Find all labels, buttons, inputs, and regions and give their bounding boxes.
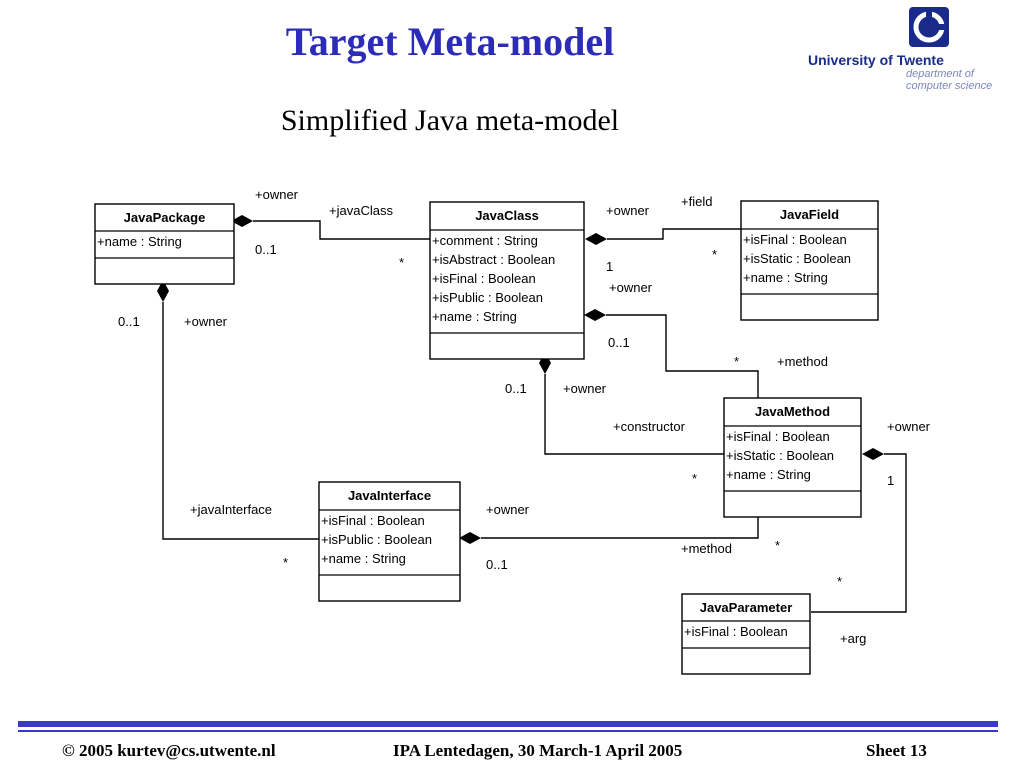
diamond-method-right — [862, 448, 884, 460]
department-line-2: computer science — [906, 80, 993, 92]
university-logo: University of Twente department of compu… — [800, 4, 1024, 96]
class-name: JavaMethod — [755, 404, 830, 419]
association-end-label: +field — [681, 194, 712, 209]
class-frame — [318, 481, 461, 602]
class-name: JavaField — [780, 207, 839, 222]
association-end-label: 0..1 — [608, 335, 630, 350]
class-name: JavaInterface — [348, 488, 431, 503]
class-attribute: +comment : String — [432, 233, 538, 248]
association-end-label: +arg — [840, 631, 866, 646]
assoc-class-method — [606, 314, 759, 398]
class-attribute: +isPublic : Boolean — [321, 532, 432, 547]
class-attribute: +name : String — [97, 234, 182, 249]
class-name: JavaClass — [475, 208, 539, 223]
association-end-label: 0..1 — [255, 242, 277, 257]
class-frame — [740, 200, 879, 321]
association-end-label: * — [734, 354, 739, 369]
class-box-javainterface: JavaInterface +isFinal : Boolean +isPublic… — [318, 481, 461, 602]
department-line-1: department of — [906, 68, 974, 80]
class-attribute: +name : String — [432, 309, 517, 324]
association-end-label: +javaInterface — [190, 502, 272, 517]
association-end-label: +method — [681, 541, 732, 556]
class-box-javamethod: JavaMethod +isFinal : Boolean +isStatic : … — [723, 397, 862, 518]
class-box-javapackage: JavaPackage +name : String — [94, 203, 235, 285]
association-end-label: +method — [777, 354, 828, 369]
association-end-label: * — [775, 538, 780, 553]
diamond-package-bottom — [157, 280, 169, 302]
diamond-interface-right — [459, 532, 481, 544]
association-end-label: +owner — [606, 203, 650, 218]
university-name: University of Twente — [808, 52, 944, 68]
class-box-javaparameter: JavaParameter +isFinal : Boolean — [681, 593, 811, 675]
footer-rule-thick — [18, 721, 998, 727]
footer-sheet-number: Sheet 13 — [866, 741, 927, 760]
class-attribute: +isFinal : Boolean — [684, 624, 788, 639]
association-end-label: 0..1 — [118, 314, 140, 329]
class-attribute: +name : String — [321, 551, 406, 566]
class-attribute: +name : String — [726, 467, 811, 482]
assoc-package-interface — [162, 302, 319, 540]
association-end-label: +owner — [563, 381, 607, 396]
association-end-label: +owner — [887, 419, 931, 434]
class-attribute: +isFinal : Boolean — [726, 429, 830, 444]
class-attribute: +isPublic : Boolean — [432, 290, 543, 305]
class-frame — [681, 593, 811, 675]
footer-rule-thin — [18, 730, 998, 732]
association-end-label: * — [399, 255, 404, 270]
diamond-class-right-low — [584, 309, 606, 321]
assoc-package-class — [253, 220, 430, 240]
class-boxes: JavaPackage +name : String JavaClass +comme… — [94, 200, 879, 675]
class-attribute: +isFinal : Boolean — [432, 271, 536, 286]
class-attribute: +isAbstract : Boolean — [432, 252, 555, 267]
class-box-javafield: JavaField +isFinal : Boolean +isStatic : B… — [740, 200, 879, 321]
assoc-class-constructor — [544, 374, 724, 455]
department-name: department of computer science — [906, 68, 992, 92]
association-end-label: +owner — [609, 280, 653, 295]
diamond-package-right — [231, 215, 253, 227]
class-attribute: +isStatic : Boolean — [726, 448, 834, 463]
assoc-interface-method — [481, 513, 759, 539]
association-end-label: 1 — [606, 259, 613, 274]
association-end-label: 0..1 — [505, 381, 527, 396]
association-end-label: +constructor — [613, 419, 686, 434]
association-end-label: 0..1 — [486, 557, 508, 572]
slide-subtitle: Simplified Java meta-model — [280, 104, 620, 137]
class-frame — [94, 203, 235, 285]
uml-class-diagram: JavaPackage +name : String JavaClass +comme… — [94, 187, 931, 675]
class-attribute: +name : String — [743, 270, 828, 285]
class-frame — [723, 397, 862, 518]
class-box-javaclass: JavaClass +comment : String +isAbstract : … — [429, 201, 585, 360]
class-name: JavaPackage — [124, 210, 206, 225]
assoc-class-field — [607, 228, 741, 240]
association-end-label: +javaClass — [329, 203, 393, 218]
association-end-label: * — [692, 471, 697, 486]
association-end-label: * — [712, 247, 717, 262]
diamond-class-right-top — [585, 233, 607, 245]
association-end-label: * — [283, 555, 288, 570]
association-end-label: * — [837, 574, 842, 589]
association-end-label: +owner — [184, 314, 228, 329]
class-attribute: +isFinal : Boolean — [743, 232, 847, 247]
university-emblem-icon — [909, 7, 949, 47]
footer-copyright: © 2005 kurtev@cs.utwente.nl — [62, 741, 276, 760]
footer-event: IPA Lentedagen, 30 March-1 April 2005 — [393, 741, 683, 760]
association-end-label: +owner — [486, 502, 530, 517]
association-end-label: 1 — [887, 473, 894, 488]
class-name: JavaParameter — [700, 600, 793, 615]
class-attribute: +isFinal : Boolean — [321, 513, 425, 528]
association-lines — [162, 220, 907, 613]
class-attribute: +isStatic : Boolean — [743, 251, 851, 266]
slide-title: Target Meta-model — [285, 19, 615, 64]
assoc-method-parameter — [811, 453, 907, 613]
association-end-label: +owner — [255, 187, 299, 202]
association-labels: +owner +javaClass 0..1 * +owner +field 1 * +owne… — [118, 187, 931, 646]
